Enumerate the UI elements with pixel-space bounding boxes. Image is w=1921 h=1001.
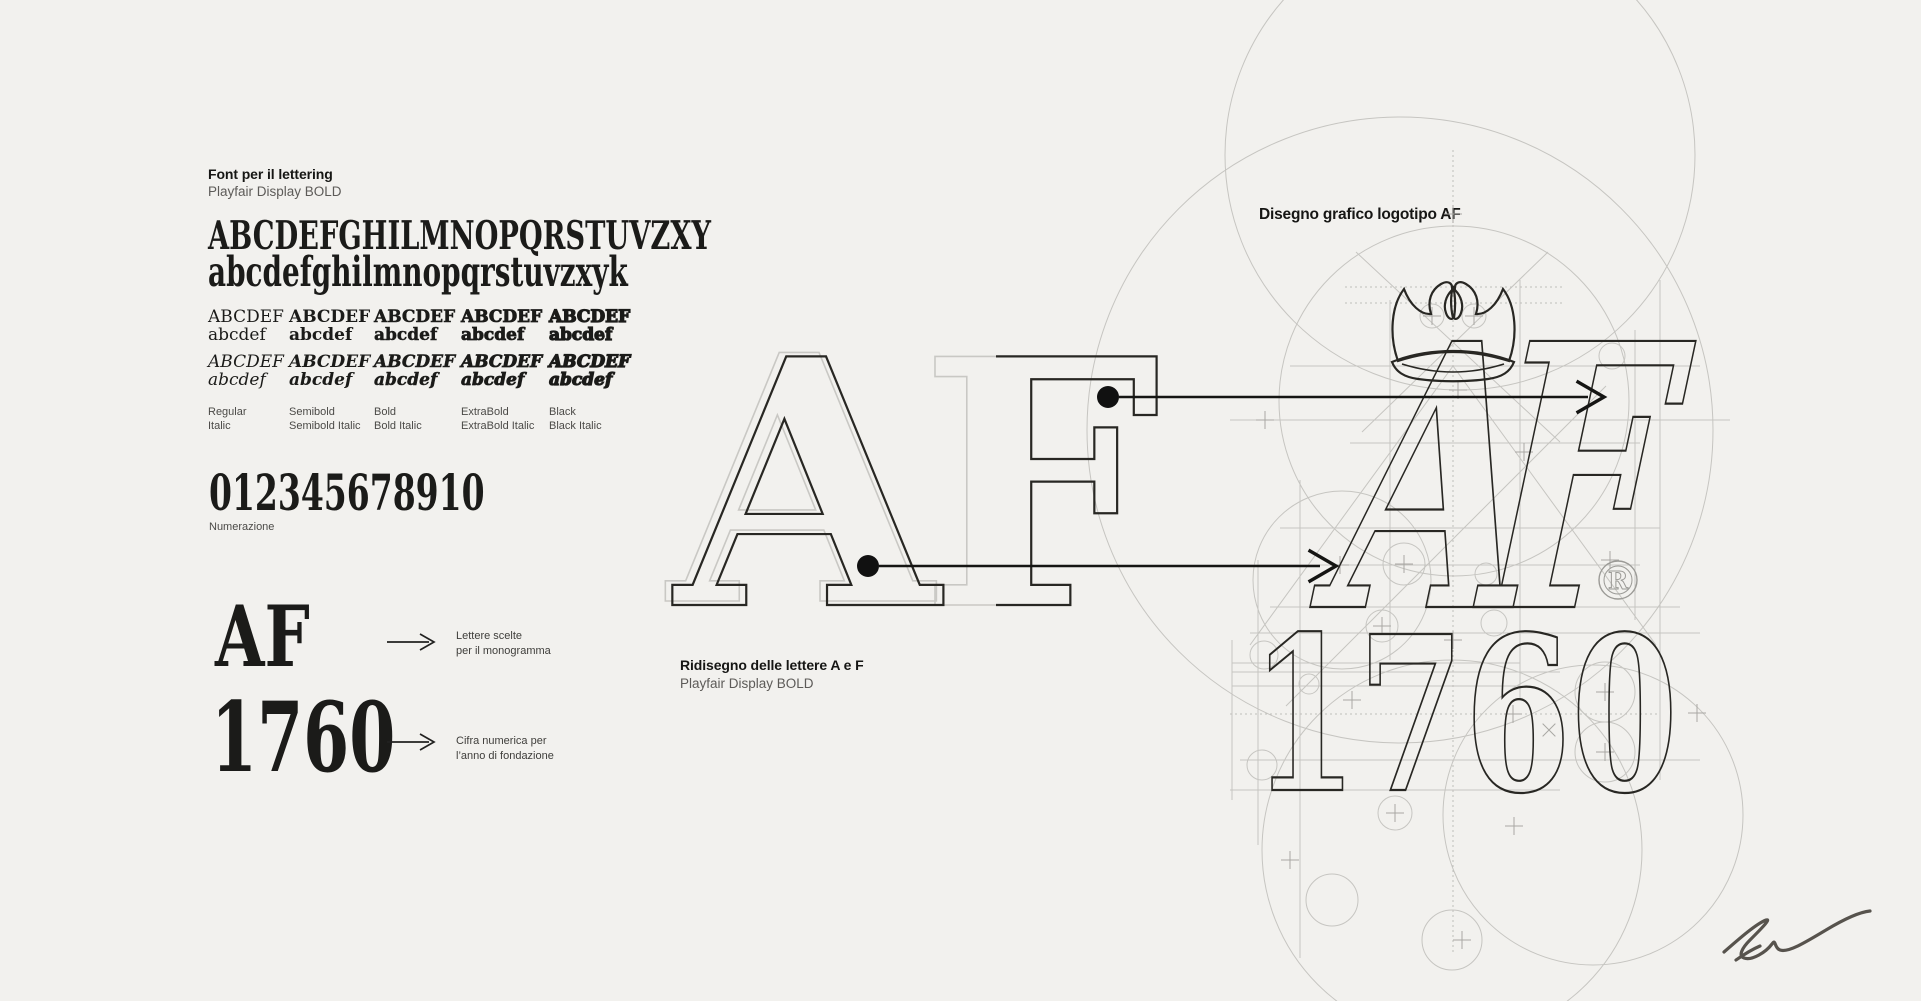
monogram-note: Lettere scelte per il monogramma <box>456 629 551 658</box>
founding-year-text: 1760 <box>211 681 396 794</box>
numbers-text: 012345678910 <box>209 463 485 522</box>
weight-column-regular: ABCDEF abcdef ABCDEF abcdef Regular Ital… <box>208 308 308 433</box>
sample-upper-italic: ABCDEF <box>208 352 284 372</box>
weight-label: Semibold Semibold Italic <box>289 406 389 433</box>
weight-label-roman: Semibold <box>289 406 335 418</box>
logo-monogram-outline: AF <box>1289 265 1715 695</box>
redrawn-letters: A F A F <box>662 281 1162 687</box>
sample-lower-italic: abcdef <box>208 370 266 390</box>
ghost-letter-f: F <box>919 286 1161 686</box>
alphabet-lowercase: abcdefghilmnopqrstuvzxyk <box>208 252 825 293</box>
crown-icon <box>1390 281 1516 383</box>
year-note-line1: Cifra numerica per <box>456 735 547 747</box>
sample-lower: abcdef <box>374 325 438 345</box>
year-note: Cifra numerica per l’anno di fondazione <box>456 734 554 763</box>
sample-lower-italic: abcdef <box>289 370 353 390</box>
sample-lower: abcdef <box>548 325 613 345</box>
sample-lower: abcdef <box>208 325 266 345</box>
registered-letter: R <box>1608 566 1629 595</box>
logo-monogram-text: AF <box>1290 266 1714 694</box>
weight-label: ExtraBold ExtraBold Italic <box>461 406 561 433</box>
sample-lower-italic: abcdef <box>548 370 613 390</box>
redrawn-letter-f: F <box>919 286 1161 686</box>
alphabet-uppercase: ABCDEFGHILMNOPQRSTUVZXY <box>208 217 927 256</box>
weight-sample-roman: ABCDEF abcdef <box>461 307 561 345</box>
numbers-label: Numerazione <box>209 521 275 533</box>
sample-upper-italic: ABCDEF <box>374 352 456 372</box>
alphabet-uppercase-text: ABCDEFGHILMNOPQRSTUVZXY <box>208 213 712 259</box>
weight-label: Regular Italic <box>208 406 308 433</box>
ghost-letter-a: A <box>663 282 940 682</box>
arrow-monogram-note <box>387 633 436 651</box>
weight-sample-roman: ABCDEF abcdef <box>374 308 474 344</box>
weight-sample-italic: ABCDEF abcdef <box>461 352 561 390</box>
redesign-subtitle: Playfair Display BOLD <box>680 676 814 691</box>
weight-label-italic: Black Italic <box>549 419 602 432</box>
weight-column-bold: ABCDEF abcdef ABCDEF abcdef Bold Bold It… <box>374 308 474 433</box>
weight-column-extrabold: ABCDEF abcdef ABCDEF abcdef ExtraBold Ex… <box>461 308 561 433</box>
monogram-letters: AF <box>215 595 340 679</box>
weight-sample-italic: ABCDEF abcdef <box>289 353 389 389</box>
sample-lower: abcdef <box>289 325 353 345</box>
redesign-title: Ridisegno delle lettere A e F <box>680 657 864 673</box>
weight-label-italic: Bold Italic <box>374 419 422 432</box>
logo-year-text: 1760 <box>1251 590 1678 841</box>
weight-label-roman: Bold <box>374 406 397 418</box>
weight-label-italic: ExtraBold Italic <box>461 419 535 432</box>
monogram-note-line2: per il monogramma <box>456 644 551 657</box>
sample-lower-italic: abcdef <box>374 370 438 390</box>
alphabet-lowercase-text: abcdefghilmnopqrstuvzxyk <box>208 248 628 296</box>
weight-label-italic: Semibold Italic <box>289 419 361 432</box>
numbers-specimen: 012345678910 <box>209 468 626 518</box>
signature-icon <box>1722 909 1872 962</box>
sample-upper-italic: ABCDEF <box>289 352 371 372</box>
weight-sample-italic: ABCDEF abcdef <box>208 353 308 389</box>
sample-upper: ABCDEF <box>208 307 284 327</box>
weight-label-roman: ExtraBold <box>461 406 509 418</box>
sample-lower-italic: abcdef <box>461 370 525 390</box>
weight-label-roman: Regular <box>208 406 247 418</box>
weight-sample-roman: ABCDEF abcdef <box>548 307 649 345</box>
weight-column-semibold: ABCDEF abcdef ABCDEF abcdef Semibold Sem… <box>289 308 389 433</box>
guide-cross-marks <box>1255 204 1707 950</box>
redrawn-letter-a: A <box>670 286 947 686</box>
sample-upper: ABCDEF <box>374 307 456 327</box>
guide-lines <box>1230 150 1730 958</box>
logo-title: Disegno grafico logotipo AF <box>1259 206 1461 223</box>
weight-label-italic: Italic <box>208 419 231 432</box>
weight-sample-italic: ABCDEF abcdef <box>374 353 474 389</box>
weight-label: Bold Bold Italic <box>374 406 474 433</box>
arrow-f-to-logo <box>1097 379 1608 415</box>
weight-sample-roman: ABCDEF abcdef <box>208 308 308 344</box>
monogram-note-line1: Lettere scelte <box>456 630 523 642</box>
sample-upper-italic: ABCDEF <box>548 352 631 372</box>
sample-upper-italic: ABCDEF <box>461 352 543 372</box>
guide-circles <box>1086 0 1744 1001</box>
weight-column-black: ABCDEF abcdef ABCDEF abcdef Black Black … <box>548 307 649 433</box>
sample-upper: ABCDEF <box>289 307 371 327</box>
arrow-a-to-logo <box>857 548 1340 584</box>
logo-year-outline: 1760 <box>1250 589 1679 842</box>
founding-year: 1760 <box>211 690 478 786</box>
weight-sample-italic: ABCDEF abcdef <box>548 352 649 390</box>
registered-trademark-icon: R <box>1598 560 1638 600</box>
weight-label-roman: Black <box>549 406 576 418</box>
sample-upper: ABCDEF <box>548 307 631 327</box>
font-section-title: Font per il lettering <box>208 166 333 182</box>
monogram-letters-text: AF <box>215 587 310 686</box>
weight-sample-roman: ABCDEF abcdef <box>289 308 389 344</box>
sample-upper: ABCDEF <box>461 307 543 327</box>
sample-lower: abcdef <box>461 325 525 345</box>
font-section-subtitle: Playfair Display BOLD <box>208 184 342 199</box>
weight-label: Black Black Italic <box>549 406 649 433</box>
year-note-line2: l’anno di fondazione <box>456 749 554 762</box>
